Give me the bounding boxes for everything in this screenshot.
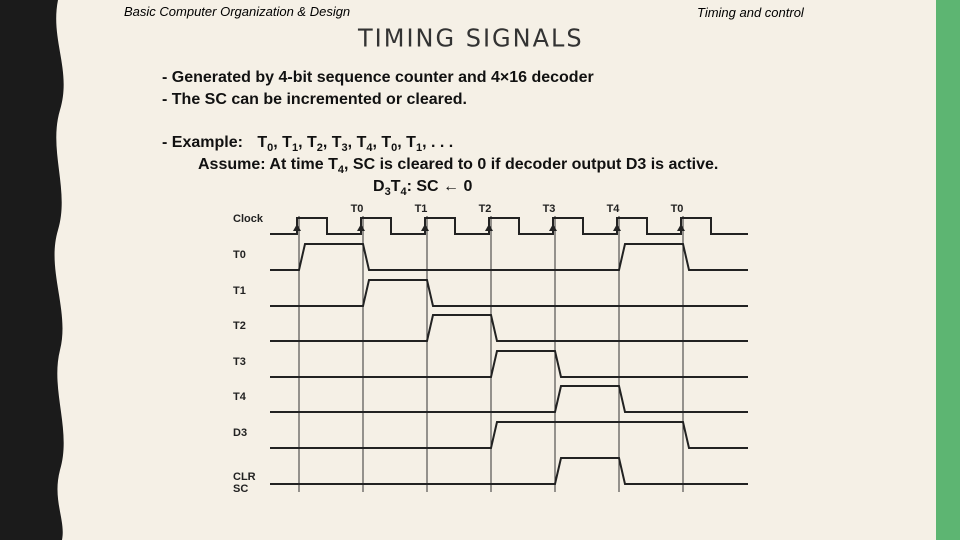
example-seq-item: T (306, 134, 317, 151)
slide-title: TIMING SIGNALS (358, 23, 584, 53)
clock-rising-arrow (357, 224, 365, 231)
rtl-t-sub: 4 (400, 186, 407, 199)
signal-label: D3 (233, 427, 247, 439)
clock-period-label: T0 (671, 203, 684, 215)
rtl-assignment: : SC ← 0 (406, 178, 473, 195)
example-seq-item: T (257, 134, 268, 151)
example-line: - Example: T0, T1, T2, T3, T4, T0, T1, .… (162, 134, 453, 154)
signal-label: SC (233, 483, 248, 495)
example-seq-item: T (381, 134, 392, 151)
bullet-sequence-counter: - Generated by 4-bit sequence counter an… (162, 69, 594, 86)
signal-label: T1 (233, 285, 246, 297)
rtl-statement: D3T4: SC ← 0 (373, 178, 472, 198)
signal-label: CLR (233, 471, 256, 483)
example-seq-sub: 2 (316, 142, 323, 155)
signal-label: T4 (233, 391, 247, 403)
clock-period-label: T1 (415, 203, 428, 215)
example-seq-item: T (331, 134, 342, 151)
clock-period-label: T4 (607, 203, 621, 215)
signal-waveform (270, 350, 748, 378)
clock-rising-arrow (613, 224, 621, 231)
signal-waveform (270, 385, 748, 413)
assume-text-tail: , SC is cleared to 0 if decoder output D… (344, 156, 719, 173)
assume-text: Assume: At time T (198, 156, 338, 173)
bullet-sc-increment: - The SC can be incremented or cleared. (162, 91, 467, 108)
example-sequence: T0, T1, T2, T3, T4, T0, T1, . . . (257, 134, 454, 155)
clock-period-label: T0 (351, 203, 364, 215)
example-seq-item: T (282, 134, 292, 151)
signal-label: T0 (233, 249, 246, 261)
left-decorative-strip (0, 0, 64, 540)
example-seq-sub: 4 (366, 142, 373, 155)
clock-rising-arrow (549, 224, 557, 231)
signal-waveform (270, 421, 748, 449)
assume-subscript: 4 (337, 164, 344, 177)
rtl-d-sub: 3 (384, 186, 391, 199)
clock-rising-arrow (293, 224, 301, 231)
section-title: Timing and control (697, 5, 804, 20)
right-accent-bar (936, 0, 960, 540)
example-seq-sub: 0 (391, 142, 398, 155)
signal-waveform (270, 314, 748, 342)
assume-line: Assume: At time T4, SC is cleared to 0 i… (198, 156, 718, 176)
rtl-t: T (390, 178, 401, 195)
clock-rising-arrow (421, 224, 429, 231)
rtl-d: D (373, 178, 385, 195)
signal-waveform (270, 279, 748, 307)
example-seq-sub: 1 (415, 142, 423, 155)
course-title: Basic Computer Organization & Design (124, 4, 351, 19)
clock-rising-arrow (485, 224, 493, 231)
signal-waveform-clock (270, 217, 748, 235)
example-seq-item: T (356, 134, 367, 151)
example-seq-sub: 1 (291, 142, 299, 155)
signal-waveform (270, 243, 748, 271)
signal-label: Clock (233, 213, 264, 225)
signal-waveform (270, 457, 748, 485)
example-seq-tail: , . . . (422, 134, 454, 151)
clock-rising-arrow (677, 224, 685, 231)
clock-period-label: T2 (479, 203, 492, 215)
example-seq-sub: 0 (267, 142, 274, 155)
clock-period-label: T3 (543, 203, 556, 215)
example-seq-item: T (406, 134, 416, 151)
signal-label: T2 (233, 320, 246, 332)
example-prefix: - Example: (162, 134, 243, 151)
signal-label: T3 (233, 356, 246, 368)
example-seq-sub: 3 (341, 142, 348, 155)
